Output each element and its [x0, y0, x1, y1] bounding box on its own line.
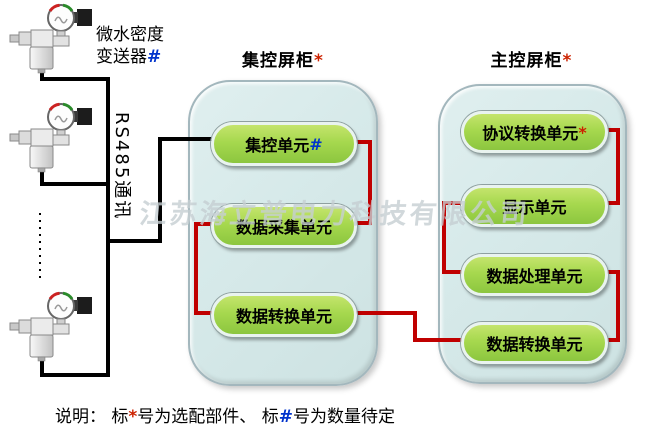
note-suffix: 号为数量待定 [292, 407, 395, 427]
sensor-label-line2-text: 变送器 [96, 47, 147, 67]
cabinet-title-zhukong-text: 主控屏柜 [490, 51, 563, 71]
note-prefix: 说明： 标 [55, 407, 129, 427]
red-link-caiji-to-zhuanhuan [194, 222, 216, 315]
pill-jikong-unit-mark: # [309, 134, 323, 154]
red-link-xianshi-to-chuli [442, 201, 466, 274]
pill-display-label: 显示单元 [502, 198, 567, 217]
pill-data-convert-mid-label: 数据转换单元 [235, 307, 332, 326]
note-mid: 号为选配部件、 标 [137, 407, 279, 427]
pill-jikong-unit-label: 集控单元 [245, 136, 310, 155]
pill-data-process-label: 数据处理单元 [486, 267, 583, 286]
pill-jikong-unit: 集控单元 # [211, 122, 357, 166]
pill-data-process-unit: 数据处理单元 [461, 254, 608, 296]
cabinet-title-zhukong-mark: * [562, 51, 573, 71]
sensor-icon [8, 290, 98, 362]
sensor-label: 微水密度 变送器# [96, 24, 164, 68]
red-link-chuli-to-zhuanhuan [598, 270, 620, 342]
sensor-label-mark: # [147, 47, 162, 67]
bus-to-cabinet-connector [106, 137, 216, 243]
sensor-icon [8, 101, 98, 173]
red-link-cabinet-to-cabinet [348, 311, 466, 342]
pill-protocol-convert-unit: 协议转换单元 * [461, 111, 608, 153]
cabinet-title-jikong-mark: * [314, 51, 324, 71]
pill-data-convert-unit-right: 数据转换单元 [461, 322, 608, 364]
sensor-label-line1: 微水密度 [96, 25, 164, 45]
pill-display-unit: 显示单元 [461, 185, 608, 227]
cabinet-title-zhukong: 主控屏柜* [438, 46, 625, 71]
cabinet-title-jikong-text: 集控屏柜 [242, 51, 315, 71]
red-link-xieyi-to-xianshi [598, 128, 620, 205]
note-star-mark: * [128, 407, 138, 427]
sensor-icon [8, 2, 98, 74]
cabinet-title-jikong: 集控屏柜* [188, 46, 378, 71]
note-text: 说明： 标*号为选配部件、 标#号为数量待定 [55, 402, 395, 427]
sensor-label-line2: 变送器# [96, 46, 164, 68]
pill-protocol-mark: * [578, 122, 587, 142]
red-link-jikong-to-caiji [346, 140, 372, 225]
pill-data-collect-label: 数据采集单元 [235, 218, 332, 237]
note-hash-mark: # [278, 407, 293, 427]
pill-data-convert-unit-mid: 数据转换单元 [211, 293, 357, 337]
pill-data-convert-right-label: 数据转换单元 [486, 335, 583, 354]
rs485-bus-label: RS485通讯 [111, 112, 132, 221]
pill-data-collect-unit: 数据采集单元 [211, 204, 357, 248]
pill-protocol-label: 协议转换单元 [482, 124, 579, 143]
